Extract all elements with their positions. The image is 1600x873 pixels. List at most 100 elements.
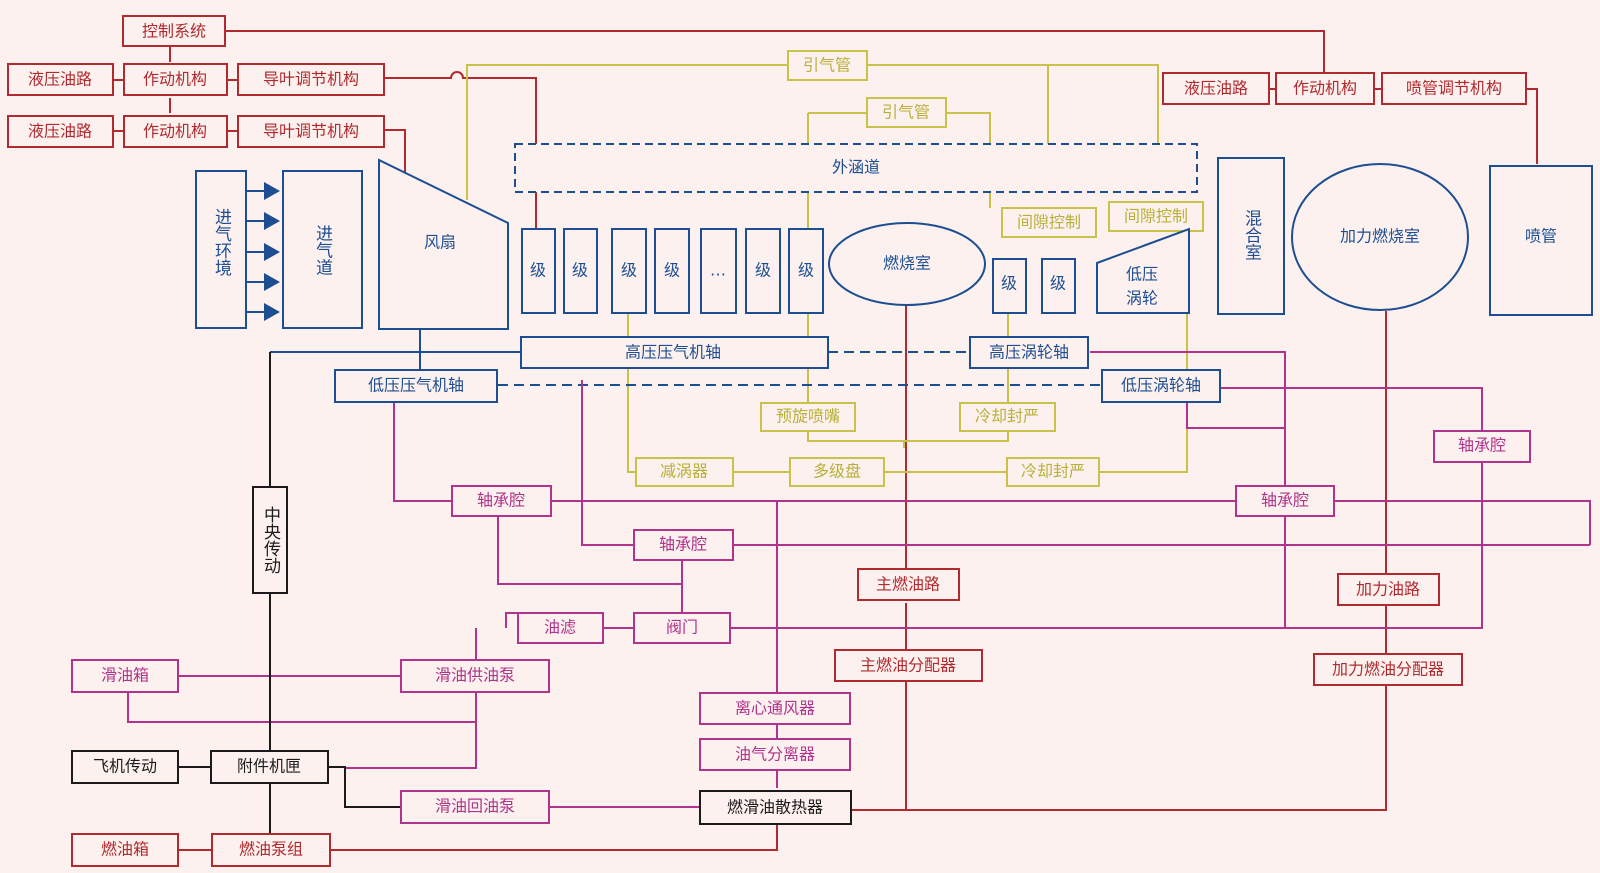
preswirl-nozzle-box[interactable]: 预旋喷嘴 bbox=[760, 402, 856, 432]
oil-tank-box[interactable]: 滑油箱 bbox=[71, 659, 179, 693]
clearance-control-1-label: 间隙控制 bbox=[1017, 213, 1081, 232]
fan-label: 风扇 bbox=[424, 233, 456, 252]
bleed-pipe-2-label: 引气管 bbox=[882, 103, 930, 122]
intake-environment-box[interactable]: 进气环境 bbox=[195, 170, 247, 329]
bypass-duct-label: 外涵道 bbox=[832, 158, 880, 177]
afterburner-label: 加力燃烧室 bbox=[1340, 227, 1420, 246]
bearing-cavity-2-box[interactable]: 轴承腔 bbox=[633, 529, 734, 561]
guide-vane-1-box[interactable]: 导叶调节机构 bbox=[237, 63, 385, 96]
lp-compressor-shaft-label: 低压压气机轴 bbox=[368, 376, 464, 395]
hydraulic-line-2-box[interactable]: 液压油路 bbox=[7, 115, 114, 148]
bypass-duct[interactable]: 外涵道 bbox=[514, 143, 1198, 193]
control-system-label: 控制系统 bbox=[142, 22, 206, 41]
fan-shape[interactable]: 风扇 bbox=[378, 158, 509, 330]
guide-vane-1-label: 导叶调节机构 bbox=[263, 70, 359, 89]
preswirl-nozzle-label: 预旋喷嘴 bbox=[776, 407, 840, 426]
afterburner-ellipse[interactable]: 加力燃烧室 bbox=[1291, 163, 1469, 311]
oil-return-pump-box[interactable]: 滑油回油泵 bbox=[400, 790, 550, 824]
valve-box[interactable]: 阀门 bbox=[633, 612, 731, 644]
fuel-tank-label: 燃油箱 bbox=[101, 840, 149, 859]
bearing-cavity-1-box[interactable]: 轴承腔 bbox=[451, 485, 552, 517]
clearance-control-1-box[interactable]: 间隙控制 bbox=[1001, 207, 1097, 238]
fuel-oil-cooler-box[interactable]: 燃滑油散热器 bbox=[699, 790, 852, 825]
compressor-stage[interactable]: 级 bbox=[563, 228, 598, 314]
bearing-cavity-1-label: 轴承腔 bbox=[477, 491, 525, 510]
actuator-1-box[interactable]: 作动机构 bbox=[123, 63, 228, 96]
hydraulic-line-1-box[interactable]: 液压油路 bbox=[7, 63, 114, 96]
guide-vane-2-label: 导叶调节机构 bbox=[263, 122, 359, 141]
lp-turbine-shaft-box[interactable]: 低压涡轮轴 bbox=[1101, 369, 1221, 403]
multistage-disk-box[interactable]: 多级盘 bbox=[789, 457, 885, 487]
guide-vane-2-box[interactable]: 导叶调节机构 bbox=[237, 115, 385, 148]
fuel-oil-cooler-label: 燃滑油散热器 bbox=[727, 798, 823, 817]
accessory-gearbox-label: 附件机匣 bbox=[237, 757, 301, 776]
aircraft-drive-box[interactable]: 飞机传动 bbox=[71, 750, 179, 784]
centrifugal-ventilator-box[interactable]: 离心通风器 bbox=[699, 692, 851, 725]
main-fuel-line-box[interactable]: 主燃油路 bbox=[857, 568, 960, 601]
hp-compressor-shaft-box[interactable]: 高压压气机轴 bbox=[520, 336, 829, 369]
fuel-pump-group-box[interactable]: 燃油泵组 bbox=[211, 833, 331, 867]
compressor-stage[interactable]: 级 bbox=[654, 228, 690, 314]
hydraulic-line-1-label: 液压油路 bbox=[28, 70, 92, 89]
oil-filter-box[interactable]: 油滤 bbox=[517, 612, 604, 644]
cooling-seal-2-box[interactable]: 冷却封严 bbox=[1006, 457, 1100, 487]
actuator-2-label: 作动机构 bbox=[143, 122, 207, 141]
bearing-cavity-3-box[interactable]: 轴承腔 bbox=[1235, 485, 1335, 517]
control-system-box[interactable]: 控制系统 bbox=[122, 15, 226, 47]
hp-turbine-shaft-box[interactable]: 高压涡轮轴 bbox=[969, 336, 1089, 369]
cooling-seal-1-box[interactable]: 冷却封严 bbox=[959, 402, 1056, 432]
oil-gas-separator-box[interactable]: 油气分离器 bbox=[699, 738, 851, 771]
compressor-stage[interactable]: 级 bbox=[611, 228, 647, 314]
nozzle-adjust-label: 喷管调节机构 bbox=[1406, 79, 1502, 98]
central-drive-label: 中央传动 bbox=[260, 506, 281, 574]
vortex-reducer-label: 减涡器 bbox=[660, 462, 708, 481]
lp-compressor-shaft-box[interactable]: 低压压气机轴 bbox=[334, 369, 498, 403]
nozzle-adjust-box[interactable]: 喷管调节机构 bbox=[1381, 72, 1527, 105]
bleed-pipe-2-box[interactable]: 引气管 bbox=[866, 97, 947, 128]
compressor-stage[interactable]: 级 bbox=[788, 228, 824, 314]
inlet-duct-label: 进气道 bbox=[312, 224, 333, 275]
fuel-tank-box[interactable]: 燃油箱 bbox=[71, 833, 179, 867]
bleed-pipe-1-box[interactable]: 引气管 bbox=[787, 50, 868, 81]
ab-fuel-line-box[interactable]: 加力油路 bbox=[1337, 573, 1440, 606]
mixing-chamber-label: 混合室 bbox=[1241, 209, 1262, 260]
turbine-stage[interactable]: 级 bbox=[992, 258, 1027, 314]
stage-label: 级 bbox=[572, 261, 588, 280]
cooling-seal-1-label: 冷却封严 bbox=[975, 407, 1039, 426]
drive-lines bbox=[178, 352, 401, 834]
bearing-cavity-4-box[interactable]: 轴承腔 bbox=[1433, 430, 1531, 463]
fuel-pump-group-label: 燃油泵组 bbox=[239, 840, 303, 859]
stage-label: 级 bbox=[530, 261, 546, 280]
central-drive-box[interactable]: 中央传动 bbox=[252, 486, 288, 594]
intake-environment-label: 进气环境 bbox=[211, 208, 232, 276]
mixing-chamber-box[interactable]: 混合室 bbox=[1217, 157, 1285, 315]
accessory-gearbox-box[interactable]: 附件机匣 bbox=[210, 750, 329, 784]
cooling-seal-2-label: 冷却封严 bbox=[1021, 462, 1085, 481]
stage-label: 级 bbox=[798, 261, 814, 280]
clearance-control-2-label: 间隙控制 bbox=[1124, 207, 1188, 226]
nozzle-label: 喷管 bbox=[1525, 227, 1557, 246]
oil-supply-pump-box[interactable]: 滑油供油泵 bbox=[400, 659, 550, 693]
combustor-ellipse[interactable]: 燃烧室 bbox=[828, 222, 986, 306]
bearing-cavity-3-label: 轴承腔 bbox=[1261, 491, 1309, 510]
compressor-stage[interactable]: 级 bbox=[521, 228, 556, 314]
centrifugal-ventilator-label: 离心通风器 bbox=[735, 699, 815, 718]
ab-fuel-distributor-box[interactable]: 加力燃油分配器 bbox=[1313, 653, 1463, 686]
oil-supply-pump-label: 滑油供油泵 bbox=[435, 666, 515, 685]
hp-turbine-shaft-label: 高压涡轮轴 bbox=[989, 343, 1069, 362]
vortex-reducer-box[interactable]: 减涡器 bbox=[635, 457, 734, 487]
compressor-stage-ellipsis[interactable]: … bbox=[700, 228, 737, 314]
main-fuel-distributor-box[interactable]: 主燃油分配器 bbox=[834, 649, 983, 682]
lp-turbine-shape[interactable]: 低压 涡轮 bbox=[1096, 227, 1190, 314]
compressor-stage[interactable]: 级 bbox=[745, 228, 781, 314]
hydraulic-line-3-box[interactable]: 液压油路 bbox=[1162, 72, 1270, 105]
bearing-cavity-2-label: 轴承腔 bbox=[659, 535, 707, 554]
actuator-3-box[interactable]: 作动机构 bbox=[1275, 72, 1375, 105]
clearance-control-2-box[interactable]: 间隙控制 bbox=[1108, 201, 1204, 232]
inlet-duct-box[interactable]: 进气道 bbox=[282, 170, 363, 329]
actuator-2-box[interactable]: 作动机构 bbox=[123, 115, 228, 148]
actuator-3-label: 作动机构 bbox=[1293, 79, 1357, 98]
turbine-stage[interactable]: 级 bbox=[1041, 258, 1076, 314]
nozzle-box[interactable]: 喷管 bbox=[1489, 165, 1593, 316]
